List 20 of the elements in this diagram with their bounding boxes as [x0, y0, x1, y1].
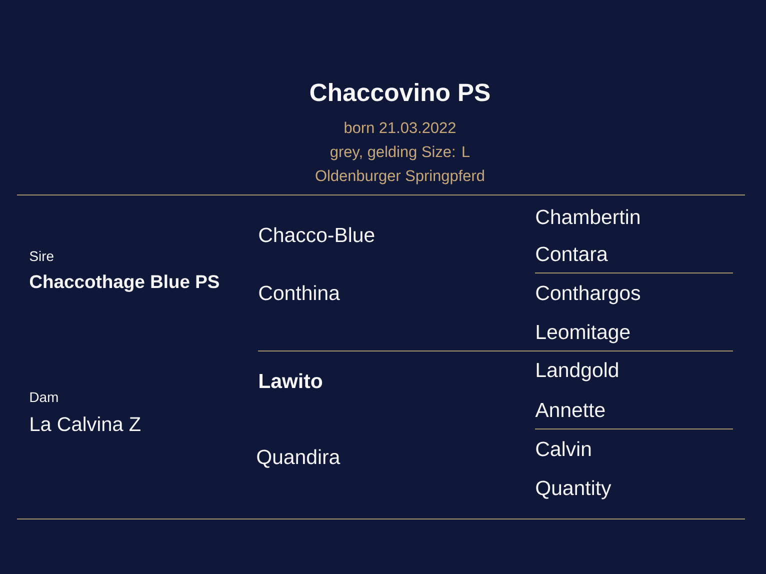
horse-name: Leomitage	[536, 324, 630, 344]
horse-name: Calvin	[536, 441, 591, 456]
horse-name: Chaccothage Blue PS	[30, 274, 219, 292]
horse-name: Annette	[535, 402, 605, 418]
horse-name: Conthargos	[536, 285, 640, 304]
horse-name: Landgold	[536, 362, 618, 382]
horse-name: Quandira	[257, 449, 340, 468]
horse-name: Chambertin	[536, 209, 640, 224]
field-label: Dam	[30, 392, 58, 402]
heading: Chaccovino PS	[310, 82, 490, 102]
field-label: Sire	[30, 250, 54, 262]
info-line: Oldenburger Springpferd	[316, 170, 484, 184]
horse-name: Contara	[536, 246, 608, 262]
horse-name: La Calvina Z	[30, 416, 140, 432]
info-line: grey, gelding Size: L	[330, 146, 470, 160]
horse-name: Quantity	[536, 480, 612, 500]
info-line: born 21.03.2022	[344, 122, 456, 134]
horse-name: Chacco-Blue	[259, 227, 374, 242]
horse-name: Lawito	[260, 373, 322, 388]
horse-name: Conthina	[259, 285, 340, 300]
